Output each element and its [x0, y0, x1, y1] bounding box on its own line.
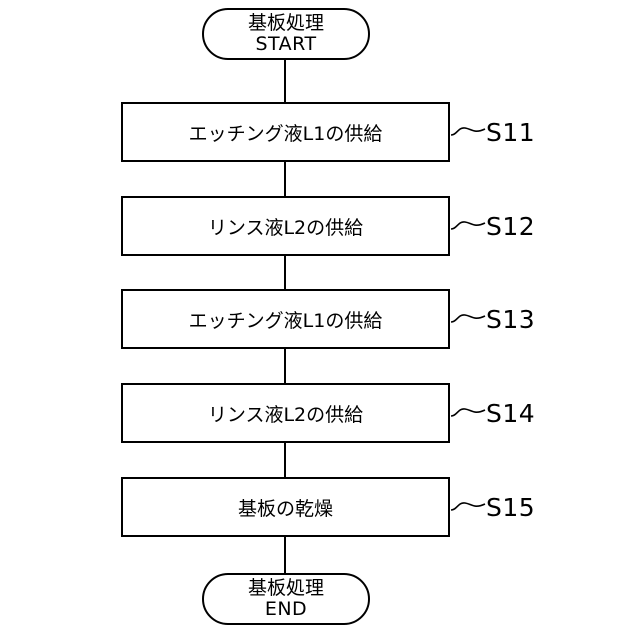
process-box-s11-label: エッチング液L1の供給 [188, 122, 383, 145]
process-box-s14-label: リンス液L2の供給 [207, 403, 364, 426]
process-box-s14: リンス液L2の供給 [121, 383, 450, 443]
connector-step4-to-step5 [284, 443, 286, 477]
terminator-start-line2: START [255, 33, 317, 55]
leader-squiggle-s13 [450, 308, 486, 330]
connector-step3-to-step4 [284, 349, 286, 383]
terminator-start: 基板処理 START [202, 8, 370, 60]
connector-step5-to-end [284, 537, 286, 573]
process-box-s15: 基板の乾燥 [121, 477, 450, 537]
process-box-s13-label: エッチング液L1の供給 [188, 309, 383, 332]
leader-squiggle-s12 [450, 215, 486, 237]
step-code-s15: S15 [486, 493, 536, 522]
terminator-end-line2: END [264, 598, 308, 620]
step-code-s13: S13 [486, 305, 536, 334]
terminator-end-line1: 基板処理 [247, 576, 324, 599]
leader-squiggle-s11 [450, 121, 486, 143]
connector-start-to-step1 [284, 60, 286, 102]
terminator-end: 基板処理 END [202, 573, 370, 625]
process-box-s12-label: リンス液L2の供給 [207, 216, 364, 239]
process-box-s12: リンス液L2の供給 [121, 196, 450, 256]
step-code-s14: S14 [486, 399, 536, 428]
terminator-start-line1: 基板処理 [247, 11, 324, 34]
process-box-s13: エッチング液L1の供給 [121, 289, 450, 349]
process-box-s11: エッチング液L1の供給 [121, 102, 450, 162]
leader-squiggle-s14 [450, 402, 486, 424]
step-code-s11: S11 [486, 118, 536, 147]
leader-squiggle-s15 [450, 496, 486, 518]
process-box-s15-label: 基板の乾燥 [237, 497, 333, 520]
connector-step2-to-step3 [284, 256, 286, 289]
connector-step1-to-step2 [284, 162, 286, 196]
step-code-s12: S12 [486, 212, 536, 241]
